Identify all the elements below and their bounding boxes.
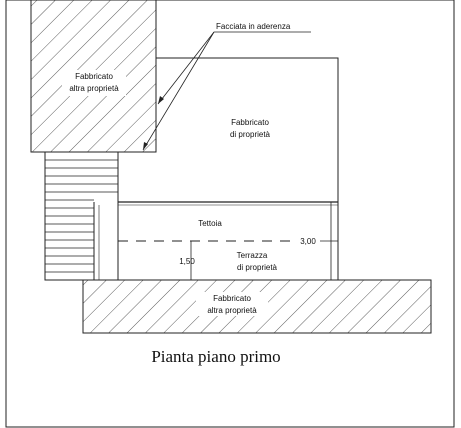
label-quota-300: 3,00: [300, 237, 316, 246]
facciata-leader-1: [157, 31, 215, 105]
label-fabbricato-altra-top-1: Fabbricato: [75, 72, 113, 81]
label-facciata-in-aderenza: Facciata in aderenza: [216, 22, 291, 31]
label-terrazza-2: di proprietà: [237, 263, 278, 272]
facciata-leader-2: [142, 31, 215, 151]
drawing-caption: Pianta piano primo: [151, 347, 280, 366]
label-fabbricato-altra-top-2: altra proprietà: [69, 84, 119, 93]
fabbricato-altra-proprieta-bottom: [82, 279, 432, 334]
label-bg-top: [62, 70, 126, 96]
label-terrazza-1: Terrazza: [237, 251, 268, 260]
label-fabbricato-altra-bottom-2: altra proprietà: [207, 306, 257, 315]
label-quota-150: 1,50: [179, 257, 195, 266]
label-fabbricato-altra-bottom-1: Fabbricato: [213, 294, 251, 303]
label-bg-300: [297, 234, 319, 246]
label-fabbricato-proprieta-2: di proprietà: [230, 130, 271, 139]
label-tettoia: Tettoia: [198, 219, 222, 228]
fabbricato-di-proprieta-outline: [156, 57, 339, 202]
leader-arrowhead-2: [143, 142, 148, 150]
label-fabbricato-proprieta-1: Fabbricato: [231, 118, 269, 127]
leader-arrowhead-1: [158, 96, 164, 104]
page-frame: [5, 0, 455, 428]
stair-treads: [45, 159, 118, 273]
label-bg-bottom: [196, 292, 268, 316]
